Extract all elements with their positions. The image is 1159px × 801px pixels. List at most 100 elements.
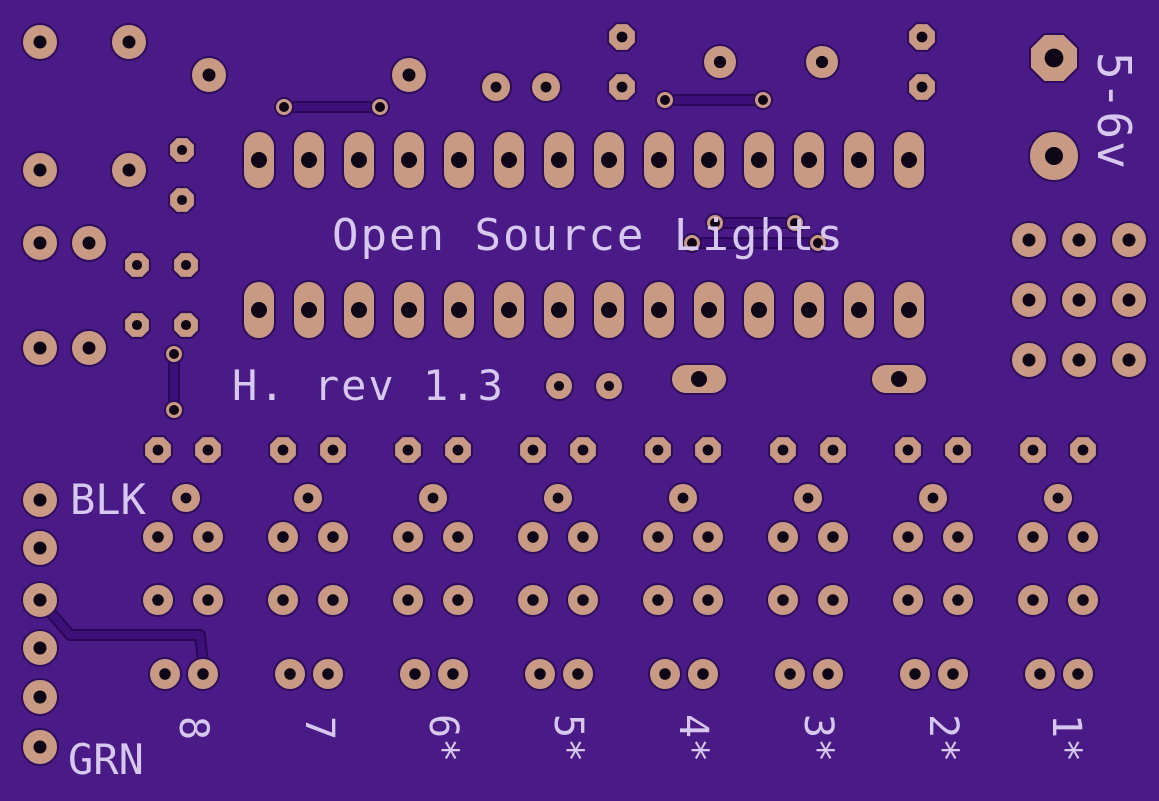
channel-pad	[818, 435, 848, 465]
solder-pad	[311, 657, 345, 691]
wire-pad	[21, 481, 59, 519]
wire-pad	[21, 678, 59, 716]
oval-pad	[670, 363, 728, 395]
via	[164, 344, 184, 364]
solder-pad	[172, 251, 200, 279]
channel-pad	[318, 435, 348, 465]
channel-pad	[393, 435, 423, 465]
channel-pad	[643, 435, 673, 465]
channel-7-label: 7	[296, 716, 342, 740]
solder-pad	[1061, 657, 1095, 691]
solder-pad	[316, 520, 350, 554]
solder-pad	[516, 520, 550, 554]
solder-pad	[702, 44, 738, 80]
wire-pad	[21, 728, 59, 766]
ic-top-pin-pad	[542, 130, 576, 190]
solder-pad	[191, 583, 225, 617]
solder-pad	[1010, 221, 1048, 259]
via	[682, 233, 702, 253]
channel-pad	[893, 435, 923, 465]
voltage-label: 5-6v	[1087, 52, 1141, 171]
ic-top-pin-pad	[892, 130, 926, 190]
ic-bottom-pin-pad	[342, 280, 376, 340]
channel-pad	[193, 435, 223, 465]
solder-pad	[316, 583, 350, 617]
solder-pad	[542, 482, 574, 514]
solder-pad	[607, 72, 637, 102]
ic-bottom-pin-pad	[542, 280, 576, 340]
ic-top-pin-pad	[442, 130, 476, 190]
solder-pad	[148, 657, 182, 691]
solder-pad	[1066, 520, 1100, 554]
power-pad	[1029, 33, 1079, 83]
solder-pad	[1060, 221, 1098, 259]
via	[370, 97, 390, 117]
ic-top-pin-pad	[842, 130, 876, 190]
channel-pad	[1018, 435, 1048, 465]
solder-pad	[936, 657, 970, 691]
via	[753, 90, 773, 110]
board-title: Open Source Lights	[332, 210, 845, 261]
solder-pad	[441, 520, 475, 554]
solder-pad	[391, 520, 425, 554]
via	[808, 233, 828, 253]
solder-pad	[417, 482, 449, 514]
ic-bottom-pin-pad	[592, 280, 626, 340]
solder-pad	[811, 657, 845, 691]
solder-pad	[1016, 520, 1050, 554]
channel-pad	[268, 435, 298, 465]
channel-3-label: 3*	[795, 714, 841, 762]
solder-pad	[523, 657, 557, 691]
channel-pad	[568, 435, 598, 465]
solder-pad	[1010, 281, 1048, 319]
solder-pad	[110, 23, 148, 61]
channel-8-label: 8	[170, 716, 216, 740]
via	[164, 400, 184, 420]
solder-pad	[266, 583, 300, 617]
solder-pad	[648, 657, 682, 691]
power-pad	[1028, 130, 1080, 182]
solder-pad	[891, 520, 925, 554]
solder-pad	[1042, 482, 1074, 514]
solder-pad	[266, 520, 300, 554]
blk-wire-label: BLK	[70, 475, 147, 524]
solder-pad	[21, 224, 59, 262]
solder-pad	[516, 583, 550, 617]
solder-pad	[168, 136, 196, 164]
solder-pad	[391, 583, 425, 617]
solder-pad	[941, 583, 975, 617]
solder-pad	[21, 151, 59, 189]
solder-pad	[398, 657, 432, 691]
solder-pad	[941, 520, 975, 554]
solder-pad	[1023, 657, 1057, 691]
solder-pad	[530, 71, 562, 103]
solder-pad	[1110, 281, 1148, 319]
wire-pad	[21, 629, 59, 667]
ic-top-pin-pad	[292, 130, 326, 190]
solder-pad	[641, 520, 675, 554]
solder-pad	[21, 23, 59, 61]
ic-bottom-pin-pad	[692, 280, 726, 340]
channel-pad	[143, 435, 173, 465]
channel-5-label: 5*	[545, 714, 591, 762]
channel-6-label: 6*	[420, 714, 466, 762]
via	[655, 90, 675, 110]
channel-pad	[1068, 435, 1098, 465]
ic-top-pin-pad	[642, 130, 676, 190]
solder-pad	[172, 311, 200, 339]
solder-pad	[566, 520, 600, 554]
solder-pad	[544, 371, 574, 401]
wire-pad	[21, 529, 59, 567]
solder-pad	[70, 224, 108, 262]
solder-pad	[816, 583, 850, 617]
solder-pad	[1010, 341, 1048, 379]
solder-pads	[21, 22, 1148, 766]
grn-wire-label: GRN	[68, 735, 144, 784]
channel-pad	[693, 435, 723, 465]
revision-label: H. rev 1.3	[232, 361, 505, 410]
ic-top-pin-pad	[742, 130, 776, 190]
solder-pad	[607, 22, 637, 52]
ic-top-pin-pad	[792, 130, 826, 190]
ic-bottom-pin-pad	[292, 280, 326, 340]
